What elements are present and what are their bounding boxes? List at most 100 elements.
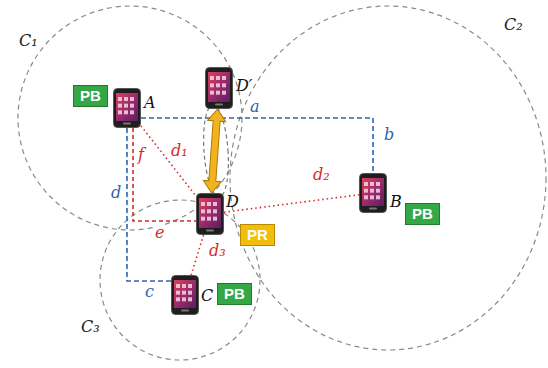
distance-label: c [144, 283, 155, 301]
distance-label: d₃ [208, 242, 227, 260]
app-icon [222, 83, 226, 87]
app-icon [376, 189, 380, 193]
app-icon [207, 202, 211, 206]
app-icon [376, 182, 380, 186]
app-icon [370, 189, 374, 193]
app-icon [364, 182, 368, 186]
tag-box: PR [240, 224, 275, 246]
app-icon [130, 110, 134, 114]
circle-label: C₃ [80, 318, 101, 336]
phone-icon [359, 173, 387, 213]
app-icon [176, 297, 180, 301]
phone-screen [174, 280, 196, 308]
app-icon [118, 110, 122, 114]
phone-button [206, 230, 214, 232]
app-icon [201, 202, 205, 206]
range-circle [100, 200, 260, 360]
app-icon [176, 284, 180, 288]
tag-text: PR [247, 226, 268, 244]
distance-label: d [110, 184, 122, 202]
connector-line [224, 195, 359, 212]
distance-label: f [137, 146, 145, 164]
phone-screen [208, 72, 230, 102]
phone-body [206, 68, 233, 109]
app-icon [124, 104, 128, 108]
phone-body [114, 89, 141, 128]
phone-body [197, 194, 224, 235]
phone-screen [362, 178, 384, 206]
app-icon [213, 217, 217, 221]
phone-body [172, 276, 199, 315]
app-icon [222, 76, 226, 80]
range-circle [230, 6, 546, 350]
distance-label: e [154, 224, 165, 242]
app-icon [207, 217, 211, 221]
circle-label: C₁ [18, 32, 39, 50]
circle-label: C₂ [503, 16, 524, 34]
app-icon [188, 284, 192, 288]
phone-icon [171, 275, 199, 315]
connector-line [141, 126, 196, 196]
tag-box: PB [217, 283, 252, 305]
distance-label: a [249, 98, 261, 116]
tag-text: PB [80, 87, 101, 105]
double-arrow [203, 108, 227, 193]
tag-text: PB [412, 205, 433, 223]
phone-icon [113, 88, 141, 128]
app-icon [130, 97, 134, 101]
phone-node: B [359, 173, 387, 213]
distance-label: d₂ [312, 166, 331, 184]
app-icon [213, 202, 217, 206]
phone-button [215, 104, 223, 106]
device-label: C [201, 287, 213, 305]
app-icon [370, 195, 374, 199]
phone-screen [199, 198, 221, 228]
phone-icon [196, 193, 224, 235]
app-icon [216, 76, 220, 80]
tag-text: PB [224, 285, 245, 303]
device-label: D′ [236, 77, 252, 95]
app-icon [124, 110, 128, 114]
app-icon [201, 209, 205, 213]
connector [133, 128, 196, 221]
app-icon [210, 83, 214, 87]
device-label: A [144, 94, 156, 112]
device-label: D [226, 193, 239, 211]
connector [191, 235, 203, 275]
phone-node: D′ [205, 67, 233, 109]
distance-label: d₁ [170, 142, 189, 160]
app-icon [118, 97, 122, 101]
app-icon [124, 97, 128, 101]
device-label: B [390, 193, 402, 211]
app-icon [210, 76, 214, 80]
phone-icon [205, 67, 233, 109]
app-icon [216, 83, 220, 87]
connector [141, 126, 196, 196]
connector [203, 108, 227, 193]
phone-button [123, 123, 131, 125]
phone-node: A [113, 88, 141, 128]
app-icon [201, 217, 205, 221]
app-icon [182, 291, 186, 295]
app-icon [176, 291, 180, 295]
app-icon [364, 195, 368, 199]
phone-button [369, 208, 377, 210]
app-icon [376, 195, 380, 199]
phone-body [360, 174, 387, 213]
app-icon [182, 297, 186, 301]
app-icon [370, 182, 374, 186]
app-icon [207, 209, 211, 213]
app-icon [222, 91, 226, 95]
connector-line [141, 118, 373, 173]
app-icon [188, 297, 192, 301]
distance-label: b [383, 126, 395, 144]
connector [141, 118, 373, 173]
connector-line [133, 128, 196, 221]
tag-box: PB [73, 85, 108, 107]
app-icon [210, 91, 214, 95]
app-icon [364, 189, 368, 193]
app-icon [118, 104, 122, 108]
connector [224, 195, 359, 212]
app-icon [188, 291, 192, 295]
